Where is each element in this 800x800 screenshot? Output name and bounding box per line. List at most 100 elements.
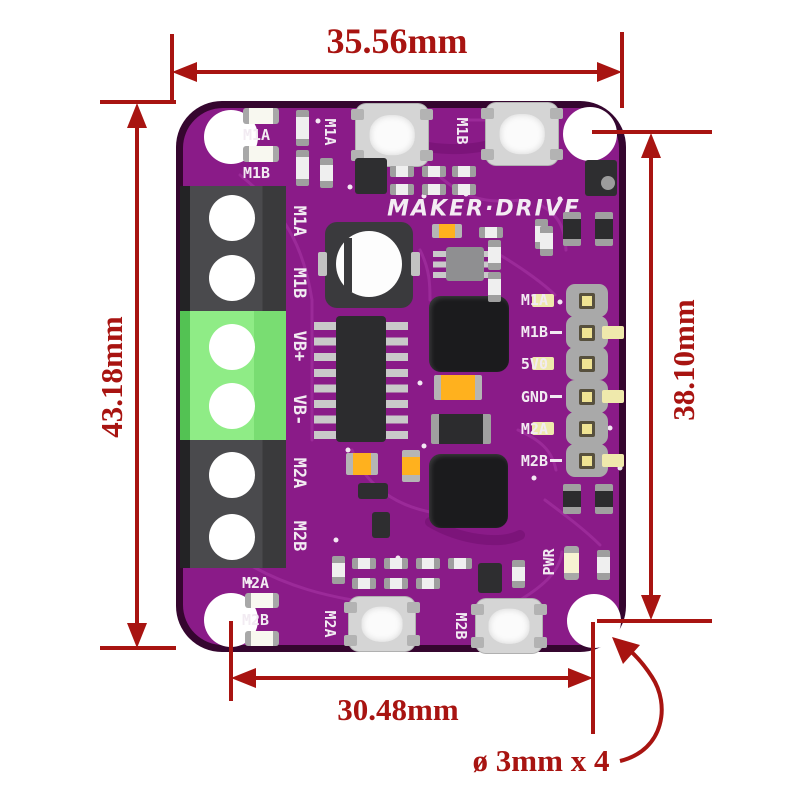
small-ic	[446, 247, 484, 281]
button-m1b	[481, 103, 563, 165]
header-label-m1a: M1A	[520, 291, 548, 309]
motor-driver-ic	[336, 316, 386, 442]
button-pad	[550, 108, 563, 119]
button-pad	[534, 604, 547, 615]
button-cap	[488, 608, 530, 644]
board-title: MAKER·DRIVE	[387, 196, 581, 222]
terminal-hole	[209, 514, 255, 560]
terminal-hole	[209, 195, 255, 241]
button-cap	[369, 115, 415, 155]
button-pad	[471, 637, 484, 648]
dimension-strokes	[100, 32, 712, 763]
resistor	[352, 558, 376, 569]
diode	[563, 212, 581, 246]
diode	[431, 414, 491, 444]
terminal-hole	[209, 255, 255, 301]
button-pad	[344, 635, 357, 646]
resistor	[452, 166, 476, 177]
dimension-width-label: 35.56mm	[326, 21, 468, 61]
resistor	[352, 578, 376, 589]
transistor	[355, 158, 387, 194]
resistor	[422, 184, 446, 195]
led-m2a	[245, 593, 279, 608]
ic-leads-right	[384, 322, 408, 442]
smd-pad	[532, 294, 554, 307]
transistor	[478, 563, 502, 593]
led-m1b	[243, 146, 279, 162]
capacitor	[434, 375, 482, 400]
transistor	[358, 483, 388, 499]
resistor	[488, 272, 501, 302]
resistor	[296, 110, 309, 146]
resistor	[390, 166, 414, 177]
resistor	[540, 226, 553, 256]
dimension-hole-pitch-label: 30.48mm	[337, 692, 459, 727]
header-pin-m2a	[566, 412, 608, 445]
led-m1a	[243, 108, 279, 124]
button-pad	[351, 150, 364, 161]
dimension-hole-span-label: 38.10mm	[666, 299, 701, 421]
smd-pad	[602, 454, 624, 467]
button-m2b	[471, 599, 547, 653]
led-label-m1a: M1A	[243, 126, 271, 144]
button-m1a	[351, 104, 433, 166]
pin-contact	[582, 391, 592, 402]
led-label-m1b: M1B	[243, 164, 271, 182]
smd-pad	[602, 326, 624, 339]
pin-contact	[582, 327, 592, 338]
button-pad	[344, 602, 357, 613]
resistor	[384, 578, 408, 589]
pin-contact	[582, 358, 592, 369]
resistor	[390, 184, 414, 195]
pin-contact	[582, 455, 592, 466]
header-label-m2a: M2A	[520, 420, 548, 438]
terminal-hole	[209, 383, 255, 429]
led-m2b	[245, 631, 279, 646]
diode	[563, 484, 581, 514]
capacitor	[432, 224, 462, 238]
button-pad	[407, 602, 420, 613]
pin-socket	[579, 292, 595, 309]
pin-socket	[579, 388, 595, 405]
resistor	[332, 556, 345, 584]
button-pad	[550, 149, 563, 160]
button-pad	[534, 637, 547, 648]
electrolytic-capacitor	[318, 222, 420, 308]
smd-pad	[532, 357, 554, 370]
dimension-arrowheads	[127, 62, 661, 688]
header-label-m1b: M1B	[520, 323, 548, 341]
header-pin-m1b	[566, 316, 608, 349]
button-cap	[499, 114, 545, 154]
resistor	[384, 558, 408, 569]
silkscreen-dash	[550, 459, 562, 462]
ic-leads-left	[433, 251, 446, 279]
header-pin-gnd	[566, 380, 608, 413]
hole-diameter-note: ø 3mm x 4	[472, 743, 610, 778]
silkscreen-dash	[550, 331, 562, 334]
power-component-lower	[429, 454, 508, 528]
power-led	[564, 546, 579, 580]
capacitor-polarity-stripe	[344, 238, 352, 292]
button-pad	[420, 109, 433, 120]
transistor	[372, 512, 390, 538]
button-pad	[351, 109, 364, 120]
resistor	[448, 558, 472, 569]
terminal-hole	[209, 452, 255, 498]
header-pin-5v0	[566, 347, 608, 380]
capacitor-tab	[411, 252, 420, 276]
button-pad	[407, 635, 420, 646]
button-pad	[471, 604, 484, 615]
button-pad	[420, 150, 433, 161]
smd-pad	[602, 390, 624, 403]
button-pad	[481, 108, 494, 119]
header-label-m2b: M2B	[520, 452, 548, 470]
ic-leads-left	[314, 322, 338, 442]
header-label-gnd: GND	[520, 388, 548, 406]
header-pin-m1a	[566, 284, 608, 317]
led-label-m2b: M2B	[242, 611, 270, 629]
power-component-upper	[429, 296, 509, 372]
pin-socket	[579, 324, 595, 341]
pin-socket	[579, 355, 595, 372]
